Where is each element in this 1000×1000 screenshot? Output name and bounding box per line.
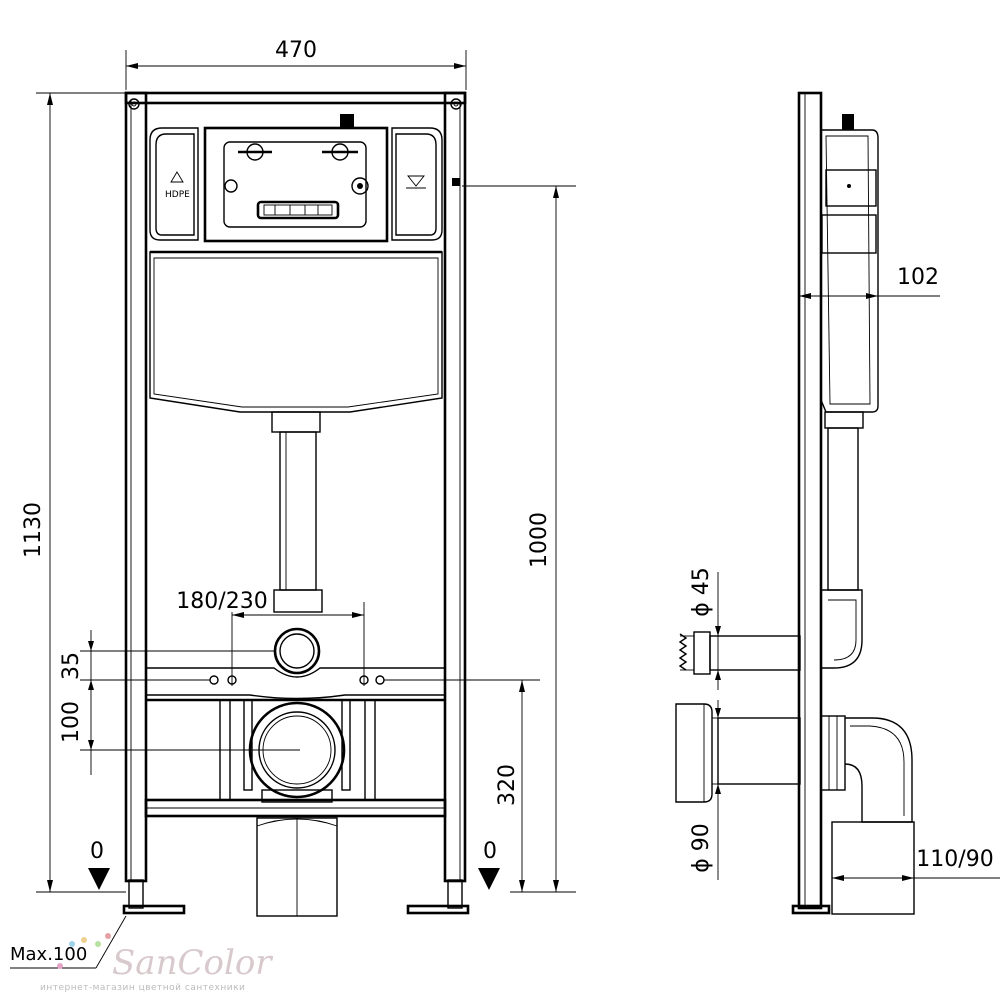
dim-frame-height: 1130 bbox=[21, 502, 46, 558]
dim-drain-offset: 100 bbox=[59, 701, 84, 743]
outlet-pipe bbox=[256, 817, 338, 917]
front-view: HDPE bbox=[122, 91, 470, 917]
dim-drain-diameter: ϕ 90 bbox=[689, 823, 714, 873]
side-view bbox=[675, 91, 915, 915]
frame-feet bbox=[122, 879, 470, 915]
dim-drain-height: 320 bbox=[495, 764, 520, 806]
dim-bolt-offset: 35 bbox=[59, 652, 84, 680]
dim-adjust-max: Max.100 bbox=[10, 944, 87, 965]
brand-tagline: интернет-магазин цветной сантехники bbox=[40, 983, 245, 993]
floor-marker-left bbox=[88, 868, 110, 890]
cistern: HDPE bbox=[149, 114, 443, 413]
dim-axis-spacing: 180/230 bbox=[176, 589, 267, 614]
dim-cistern-height: 1000 bbox=[527, 512, 552, 568]
brand-logo: SanColor bbox=[112, 943, 273, 983]
front-dimensions: 470 1130 1000 180/230 35 100 bbox=[10, 38, 576, 969]
floor-level-right: 0 bbox=[483, 839, 497, 864]
floor-marker-right bbox=[478, 868, 500, 890]
dim-outlet-size: 110/90 bbox=[916, 847, 993, 872]
left-frame-post bbox=[124, 91, 148, 883]
watermark: SanColor интернет-магазин цветной сантех… bbox=[40, 933, 273, 993]
right-frame-post bbox=[443, 91, 467, 883]
dim-frame-width: 470 bbox=[275, 38, 317, 63]
drain-bracket bbox=[144, 698, 447, 818]
floor-level-left: 0 bbox=[90, 839, 104, 864]
side-dimensions: 102 ϕ 45 ϕ 90 110/90 bbox=[689, 265, 1000, 881]
flush-pipe bbox=[271, 411, 323, 675]
dim-supply-diameter: ϕ 45 bbox=[689, 567, 714, 617]
top-crossbar bbox=[124, 91, 467, 105]
dim-depth: 102 bbox=[897, 265, 939, 290]
hdpe-mark: HDPE bbox=[165, 190, 190, 200]
